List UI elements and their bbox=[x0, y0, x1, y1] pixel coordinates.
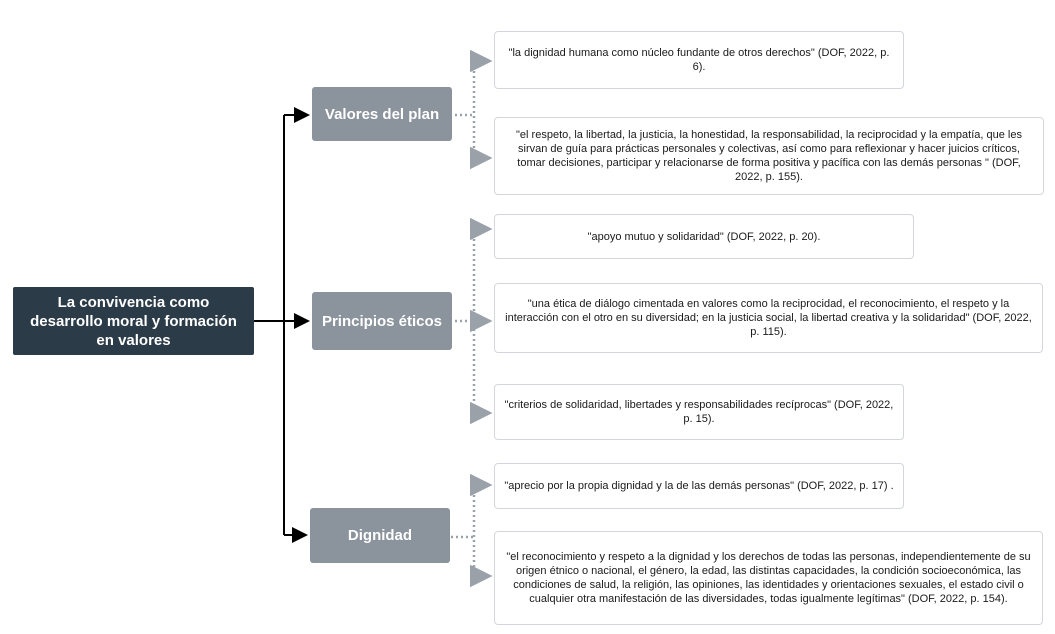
quote-text: "criterios de solidaridad, libertades y … bbox=[504, 399, 894, 425]
quote-box-principios-1: "apoyo mutuo y solidaridad" (DOF, 2022, … bbox=[494, 214, 914, 259]
quote-text: "el reconocimiento y respeto a la dignid… bbox=[506, 551, 1031, 605]
category-label: Principios éticos bbox=[321, 312, 443, 330]
category-valores-del-plan: Valores del plan bbox=[312, 87, 452, 141]
quote-text: "la dignidad humana como núcleo fundante… bbox=[508, 47, 890, 73]
quote-box-principios-3: "criterios de solidaridad, libertades y … bbox=[494, 384, 904, 440]
quote-box-dignidad-1: "aprecio por la propia dignidad y la de … bbox=[494, 463, 904, 509]
quote-text: "aprecio por la propia dignidad y la de … bbox=[504, 480, 894, 492]
quote-text: "apoyo mutuo y solidaridad" (DOF, 2022, … bbox=[587, 230, 821, 243]
category-label: Valores del plan bbox=[324, 105, 440, 123]
category-principios-eticos: Principios éticos bbox=[312, 292, 452, 350]
category-label: Dignidad bbox=[347, 527, 413, 544]
quote-box-valores-2: "el respeto, la libertad, la justicia, l… bbox=[494, 117, 1044, 195]
quote-box-principios-2: "una ética de diálogo cimentada en valor… bbox=[494, 283, 1043, 353]
root-node: La convivencia como desarrollo moral y f… bbox=[13, 287, 254, 355]
quote-text: "el respeto, la libertad, la justicia, l… bbox=[516, 129, 1022, 183]
quote-text: "una ética de diálogo cimentada en valor… bbox=[505, 298, 1032, 338]
category-dignidad: Dignidad bbox=[310, 508, 450, 563]
quote-box-dignidad-2: "el reconocimiento y respeto a la dignid… bbox=[494, 531, 1043, 625]
root-label: La convivencia como desarrollo moral y f… bbox=[30, 293, 237, 349]
quote-box-valores-1: "la dignidad humana como núcleo fundante… bbox=[494, 31, 904, 89]
